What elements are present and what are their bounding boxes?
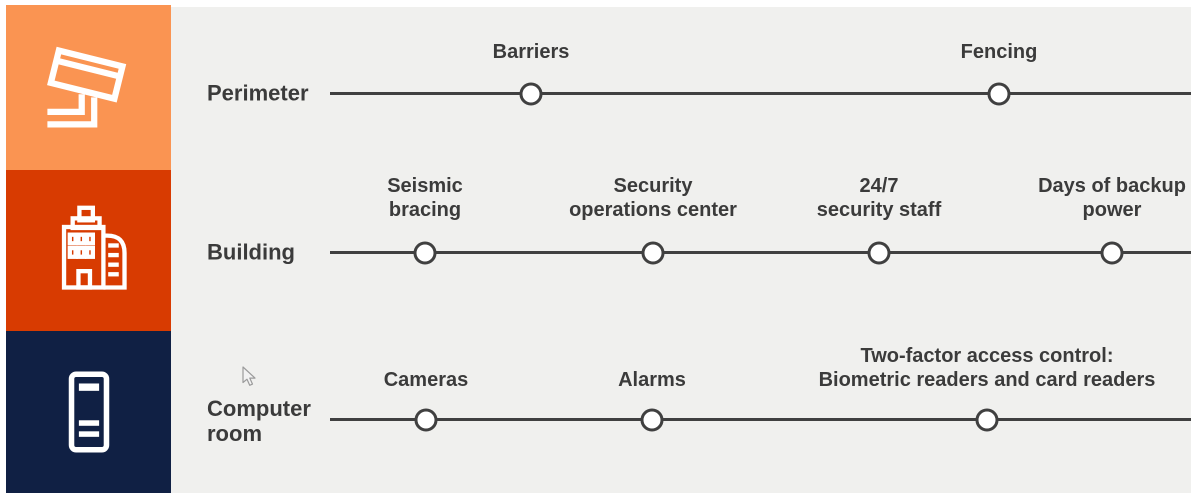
- building-icon: [61, 205, 127, 290]
- security-camera-icon: [46, 46, 126, 128]
- timeline-perimeter: [330, 92, 1191, 95]
- node-dot-seismic-bracing: [413, 241, 437, 264]
- building-icon-tile: [6, 170, 171, 331]
- node-dot-security-operations-center: [641, 241, 665, 264]
- timeline-computer-room: [330, 418, 1191, 421]
- node-dot-alarms: [640, 408, 664, 431]
- timeline-panel: [171, 7, 1191, 493]
- node-dot-backup-power: [1100, 241, 1124, 264]
- node-label-two-factor-access: Two-factor access control: Biometric rea…: [818, 345, 1156, 391]
- perimeter-icon-tile: [6, 5, 171, 170]
- node-label-security-operations-center: Security operations center: [569, 175, 737, 221]
- computer-room-icon-tile: [6, 331, 171, 493]
- timeline-building: [330, 251, 1191, 254]
- node-dot-cameras: [414, 408, 438, 431]
- row-label-computer-room: Computer room: [207, 396, 311, 446]
- node-label-backup-power: Days of backup power: [1038, 175, 1186, 221]
- node-label-cameras: Cameras: [383, 369, 469, 391]
- node-dot-fencing: [987, 82, 1011, 105]
- row-label-building: Building: [207, 239, 295, 265]
- server-rack-icon: [68, 371, 109, 453]
- node-label-security-staff: 24/7 security staff: [816, 175, 942, 221]
- node-dot-barriers: [519, 82, 543, 105]
- node-label-barriers: Barriers: [492, 41, 570, 63]
- node-label-alarms: Alarms: [618, 369, 686, 391]
- node-label-seismic-bracing: Seismic bracing: [387, 175, 463, 221]
- node-dot-security-staff: [867, 241, 891, 264]
- mouse-pointer-icon: [242, 366, 256, 386]
- node-label-fencing: Fencing: [960, 41, 1038, 63]
- row-label-perimeter: Perimeter: [207, 80, 309, 106]
- node-dot-two-factor-access: [975, 408, 999, 431]
